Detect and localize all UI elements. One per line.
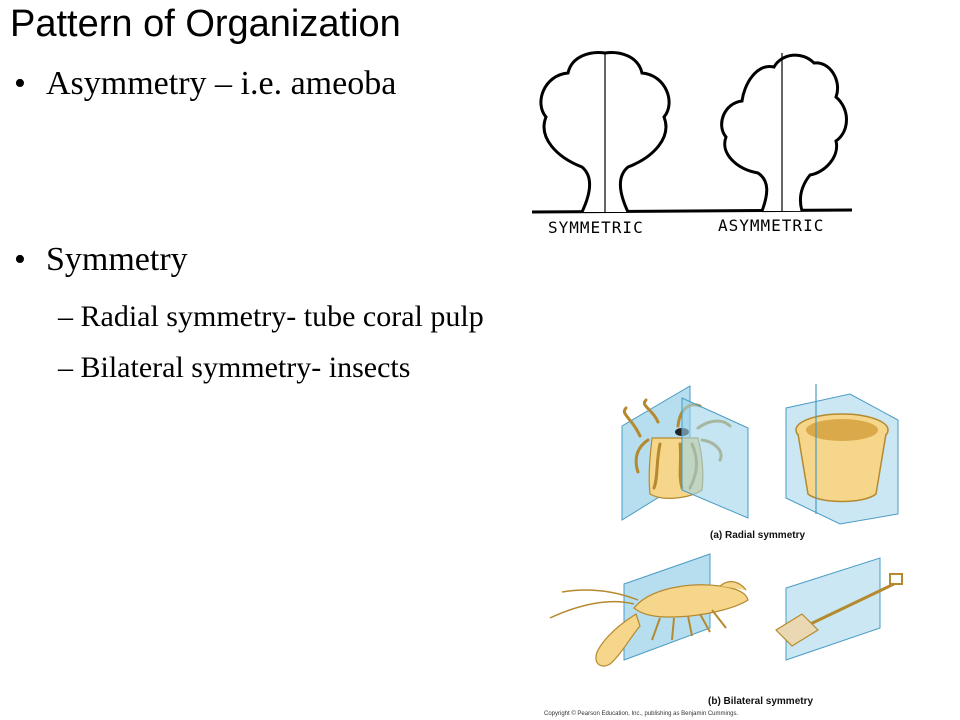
- shovel-blade: [775, 613, 819, 647]
- pot-body: [797, 433, 887, 503]
- caption-bilateral: (b) Bilateral symmetry: [708, 696, 813, 707]
- vertical-plane-2: [681, 397, 749, 519]
- bullet-marker: •: [14, 65, 26, 102]
- sea-anemone-illustration: [621, 385, 749, 521]
- bullet-asymmetry: • Asymmetry – i.e. ameoba: [14, 64, 396, 104]
- sub-bullet-dash: –: [58, 351, 73, 384]
- flower-pot-illustration: [785, 384, 899, 525]
- shovel-grip: [889, 573, 903, 585]
- bullet-symmetry: • Symmetry: [14, 240, 188, 280]
- crayfish-claw: [595, 613, 641, 667]
- tree-symmetry-figure: SYMMETRIC ASYMMETRIC: [531, 51, 853, 237]
- sub-bullet-dash: –: [58, 300, 73, 333]
- copyright-notice: Copyright © Pearson Education, Inc., pub…: [544, 710, 739, 717]
- ground-line: [531, 208, 853, 214]
- bilateral-plane-2: [785, 557, 881, 661]
- shovel-handle: [801, 582, 895, 630]
- asymmetric-tree-outline: [720, 53, 848, 212]
- sub-bullet-text: Bilateral symmetry- insects: [80, 351, 411, 384]
- crayfish-tail: [719, 581, 747, 591]
- label-symmetric: SYMMETRIC: [548, 218, 644, 237]
- bullet-marker: •: [14, 241, 26, 278]
- label-asymmetric: ASYMMETRIC: [718, 216, 824, 235]
- pot-opening: [806, 419, 878, 441]
- caption-radial: (a) Radial symmetry: [710, 530, 805, 541]
- body-plan-figure: (a) Radial symmetry (b) Bilateral symmet…: [544, 384, 903, 717]
- bullet-text: Asymmetry – i.e. ameoba: [46, 65, 397, 102]
- crayfish-illustration: [549, 553, 749, 667]
- crayfish-body: [633, 584, 749, 618]
- crayfish-legs: [651, 609, 727, 641]
- sub-bullet-bilateral: – Bilateral symmetry- insects: [58, 350, 410, 386]
- shovel-illustration: [775, 557, 903, 661]
- slide-title: Pattern of Organization: [10, 3, 401, 45]
- sub-bullet-radial: – Radial symmetry- tube coral pulp: [58, 299, 484, 335]
- crayfish-antennae: [549, 589, 639, 619]
- sub-bullet-text: Radial symmetry- tube coral pulp: [80, 300, 484, 333]
- bullet-text: Symmetry: [46, 241, 188, 278]
